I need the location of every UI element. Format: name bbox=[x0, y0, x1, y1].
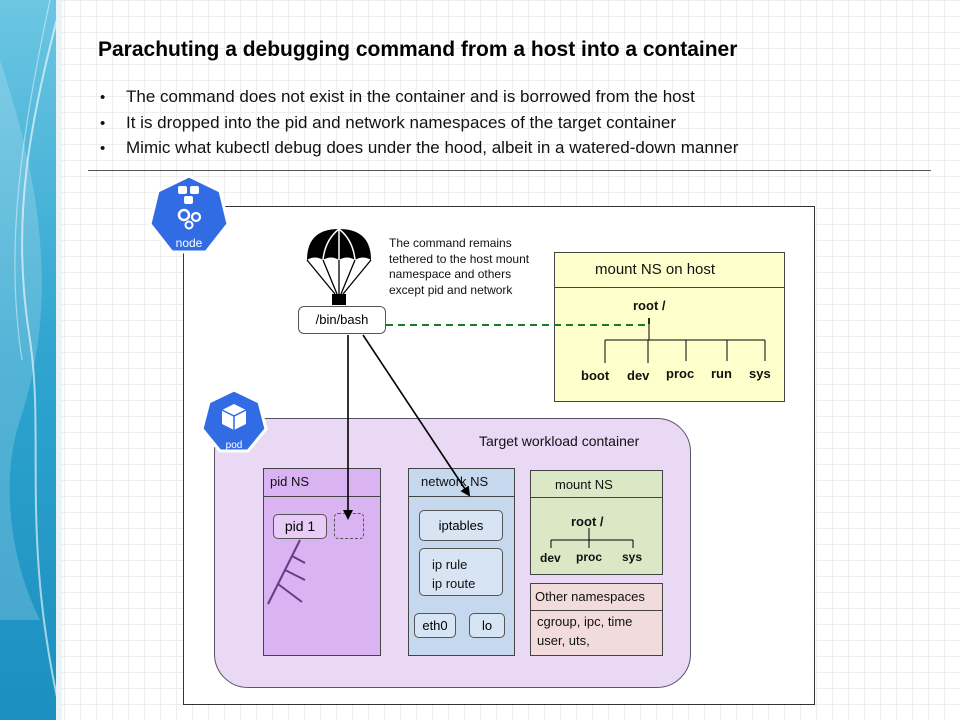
other-ns-line1: cgroup, ipc, time bbox=[537, 614, 633, 629]
host-dir-boot: boot bbox=[581, 368, 610, 383]
ip-route-label: ip route bbox=[432, 576, 476, 591]
other-ns-header bbox=[530, 583, 663, 611]
mount-dir-proc: proc bbox=[576, 550, 603, 564]
parachute-icon bbox=[306, 228, 372, 305]
eth0-interface: eth0 bbox=[414, 613, 456, 638]
mount-ns-header bbox=[530, 470, 663, 498]
pid1-process: pid 1 bbox=[273, 514, 327, 539]
host-dir-proc: proc bbox=[666, 366, 695, 381]
host-mount-ns-title: mount NS on host bbox=[595, 261, 716, 278]
kubernetes-pod-icon bbox=[200, 388, 268, 453]
pid-ns-title: pid NS bbox=[270, 474, 310, 489]
tether-note: The command remains tethered to the host… bbox=[389, 236, 530, 297]
bullet-list: The command does not exist in the contai… bbox=[100, 84, 738, 161]
mount-root-label: root / bbox=[571, 514, 604, 529]
pid-process-tree bbox=[267, 539, 306, 605]
bullet-item: The command does not exist in the contai… bbox=[100, 84, 738, 110]
node-badge-label: node bbox=[176, 236, 203, 250]
mount-dir-dev: dev bbox=[540, 551, 561, 565]
kubernetes-node-icon bbox=[148, 174, 230, 254]
host-dir-sys: sys bbox=[749, 366, 771, 381]
ip-rule-label: ip rule bbox=[432, 557, 468, 572]
network-ns-title: network NS bbox=[421, 474, 489, 489]
pid-ns-box bbox=[263, 468, 381, 656]
mount-ns-title: mount NS bbox=[555, 477, 613, 492]
bullet-item: It is dropped into the pid and network n… bbox=[100, 110, 738, 136]
tether-dashed-line bbox=[386, 318, 650, 326]
decorative-side-band bbox=[0, 0, 62, 720]
lo-interface: lo bbox=[469, 613, 505, 638]
host-mount-ns-box bbox=[554, 252, 785, 402]
arrow-into-network-ns bbox=[362, 334, 471, 497]
host-mount-tree bbox=[604, 318, 766, 363]
ip-rule-route-item bbox=[419, 548, 503, 596]
bin-bash-command: /bin/bash bbox=[298, 306, 386, 334]
host-dir-run: run bbox=[711, 366, 732, 381]
pod-badge-label: pod bbox=[226, 440, 243, 451]
mount-dir-sys: sys bbox=[622, 550, 643, 564]
container-mount-tree bbox=[550, 528, 634, 548]
host-root-label: root / bbox=[633, 298, 666, 313]
divider bbox=[88, 170, 931, 171]
other-ns-line2: user, uts, bbox=[537, 633, 590, 648]
pid-ns-header bbox=[263, 468, 381, 497]
host-mount-ns-header bbox=[554, 252, 785, 288]
mount-ns-box bbox=[530, 470, 663, 575]
iptables-item: iptables bbox=[419, 510, 503, 541]
target-container-title: Target workload container bbox=[479, 433, 640, 449]
other-ns-box bbox=[530, 583, 663, 656]
other-ns-title: Other namespaces bbox=[535, 589, 645, 604]
host-dir-dev: dev bbox=[627, 368, 650, 383]
slide-title: Parachuting a debugging command from a h… bbox=[98, 38, 738, 61]
bullet-item: Mimic what kubectl debug does under the … bbox=[100, 135, 738, 161]
